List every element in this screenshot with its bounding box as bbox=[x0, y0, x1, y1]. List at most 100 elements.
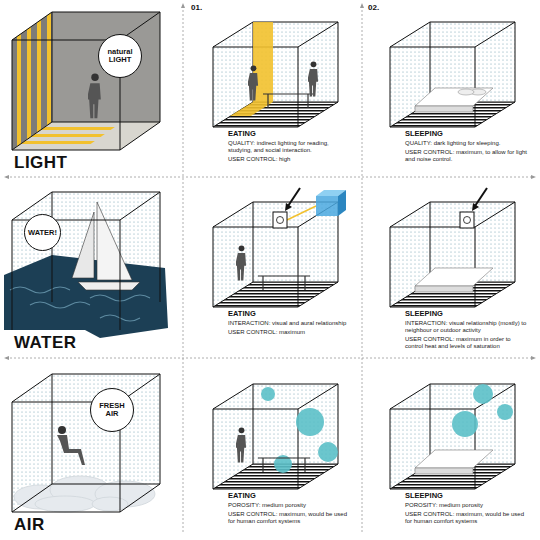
divider-arrow bbox=[531, 356, 536, 360]
divider-lines bbox=[6, 6, 534, 534]
eating-water-room bbox=[288, 188, 300, 206]
speech-bubble: WATER! bbox=[24, 214, 61, 251]
criteria-note: USER CONTROL: high bbox=[228, 156, 353, 163]
divider-lines bbox=[183, 6, 184, 534]
light-cube bbox=[52, 12, 160, 122]
eating-water-room bbox=[316, 196, 338, 216]
criteria-note: QUALITY: dark lighting for sleeping. bbox=[405, 140, 530, 147]
divider-lines bbox=[362, 6, 363, 534]
room-criteria: SLEEPINGPOROSITY: medium porosityUSER CO… bbox=[405, 492, 530, 527]
eating-air-room bbox=[235, 427, 246, 462]
air-cube bbox=[92, 497, 128, 511]
divider-lines bbox=[6, 358, 534, 359]
eating-light-room bbox=[247, 65, 258, 100]
speech-bubble: natural LIGHT bbox=[98, 34, 142, 78]
sleeping-air-room bbox=[390, 384, 515, 489]
element-title: AIR bbox=[14, 516, 154, 533]
light-cube bbox=[31, 134, 105, 137]
air-cube bbox=[57, 435, 85, 465]
sleeping-light-room bbox=[415, 88, 493, 106]
eating-water-room bbox=[287, 206, 316, 220]
sleeping-water-room bbox=[415, 286, 473, 292]
speech-text: WATER! bbox=[28, 229, 57, 237]
light-cube bbox=[47, 13, 51, 126]
sleeping-light-room bbox=[390, 22, 515, 127]
sleeping-air-room bbox=[473, 384, 493, 404]
divider-arrow bbox=[531, 175, 536, 179]
eating-air-room bbox=[213, 384, 338, 489]
light-cube bbox=[17, 34, 21, 147]
eating-light-room bbox=[230, 102, 273, 116]
eating-water-room bbox=[213, 202, 338, 307]
criteria-note: QUALITY: indirect lighting for reading, … bbox=[228, 140, 353, 154]
element-title: AIR bbox=[14, 516, 154, 533]
room-criteria: EATINGPOROSITY: medium porosityUSER CONT… bbox=[228, 492, 353, 527]
water-cube bbox=[12, 192, 160, 330]
air-cube bbox=[35, 496, 95, 512]
sleeping-light-room bbox=[458, 89, 474, 95]
sleeping-air-room bbox=[452, 411, 478, 437]
element-title: WATER bbox=[14, 334, 154, 351]
room-criteria: EATINGINTERACTION: visual and aural rela… bbox=[228, 310, 353, 338]
sleeping-air-room bbox=[497, 404, 513, 420]
criteria-note: USER CONTROL: maximum, would be used for… bbox=[405, 511, 530, 525]
eating-light-room bbox=[253, 22, 273, 102]
water-cube bbox=[97, 202, 132, 280]
eating-air-room bbox=[296, 408, 324, 436]
sleeping-water-room bbox=[472, 203, 479, 211]
eating-air-room bbox=[261, 387, 338, 473]
light-cube bbox=[41, 127, 115, 130]
speech-bubble: FRESH AIR bbox=[90, 388, 134, 432]
sleeping-water-room bbox=[390, 202, 515, 307]
divider-arrow bbox=[4, 356, 9, 360]
water-cube bbox=[72, 212, 94, 278]
column-number: 01. bbox=[191, 3, 231, 12]
divider-arrow bbox=[4, 175, 9, 179]
column-number: 02. bbox=[368, 3, 408, 12]
element-title: LIGHT bbox=[14, 154, 154, 171]
room-criteria: SLEEPINGQUALITY: dark lighting for sleep… bbox=[405, 130, 530, 165]
sleeping-air-room bbox=[415, 468, 473, 474]
criteria-note: USER CONTROL: maximum in order to contro… bbox=[405, 336, 530, 350]
column-number: 02. bbox=[368, 3, 408, 12]
divider-lines bbox=[6, 177, 534, 178]
sleeping-water-room bbox=[475, 188, 487, 206]
sleeping-air-room bbox=[390, 384, 515, 489]
speech-text: FRESH AIR bbox=[95, 402, 129, 418]
sleeping-air-room bbox=[415, 450, 493, 468]
activity-heading: EATING bbox=[228, 130, 353, 139]
air-cube bbox=[12, 374, 160, 512]
criteria-note: USER CONTROL: maximum, to allow for ligh… bbox=[405, 149, 530, 163]
room-criteria: SLEEPINGINTERACTION: visual relationship… bbox=[405, 310, 530, 352]
activity-heading: SLEEPING bbox=[405, 310, 530, 319]
divider-arrow bbox=[360, 3, 364, 8]
eating-water-room bbox=[273, 212, 287, 228]
sleeping-water-room bbox=[460, 212, 474, 228]
light-cube bbox=[12, 122, 160, 150]
divider-arrow bbox=[4, 3, 536, 360]
light-cube bbox=[37, 20, 41, 133]
eating-water-room bbox=[213, 188, 346, 307]
element-title: WATER bbox=[14, 334, 154, 351]
eating-water-room bbox=[285, 203, 292, 211]
air-cube bbox=[14, 476, 155, 512]
criteria-note: POROSITY: medium porosity bbox=[228, 502, 353, 509]
light-cube bbox=[12, 12, 160, 150]
divider-arrow bbox=[181, 3, 185, 8]
room-criteria: EATINGQUALITY: indirect lighting for rea… bbox=[228, 130, 353, 165]
water-cube bbox=[10, 287, 150, 321]
eating-water-room bbox=[258, 276, 310, 290]
eating-light-room bbox=[263, 94, 313, 108]
light-cube bbox=[17, 13, 115, 147]
water-cube bbox=[78, 282, 140, 290]
sleeping-water-room bbox=[464, 217, 471, 224]
sleeping-air-room bbox=[452, 384, 513, 437]
eating-light-room bbox=[213, 22, 338, 127]
activity-heading: SLEEPING bbox=[405, 130, 530, 139]
air-cube bbox=[12, 374, 160, 512]
light-cube bbox=[87, 74, 101, 119]
eating-air-room bbox=[318, 442, 338, 462]
activity-heading: EATING bbox=[228, 310, 353, 319]
